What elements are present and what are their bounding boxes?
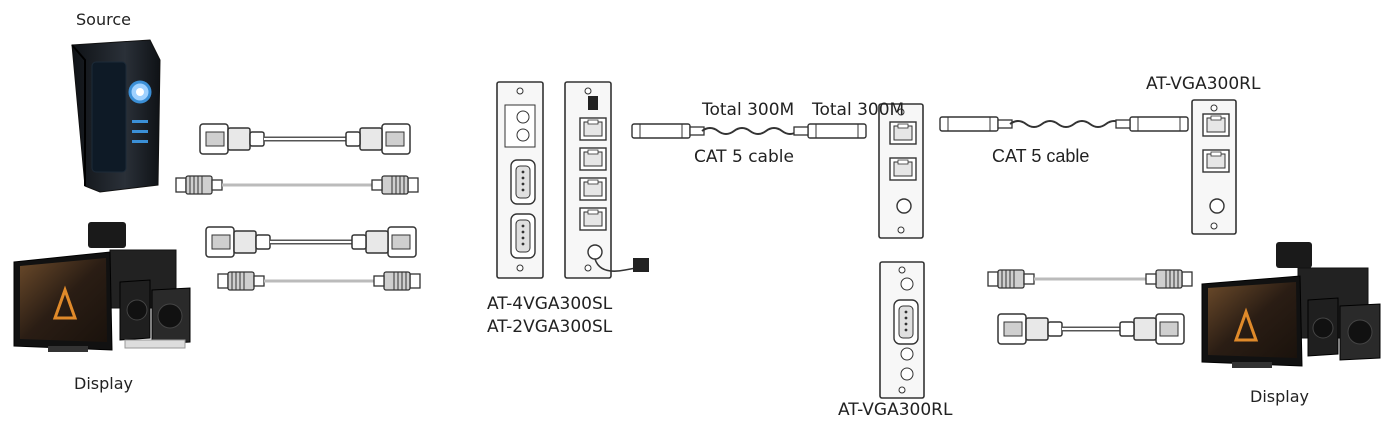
- receiver-right-panel: [1191, 99, 1237, 235]
- source-label: Source: [76, 10, 131, 29]
- display-left-icon: [13, 222, 191, 352]
- sender-model-label-2: AT-2VGA300SL: [487, 317, 613, 337]
- distance-label-2: Total 300M: [812, 100, 905, 120]
- sender-panel-input: [496, 81, 544, 279]
- cable-label-1: CAT 5 cable: [694, 147, 794, 167]
- vga-cable-top: [199, 123, 411, 155]
- receiver-middle-av-panel: [879, 261, 925, 399]
- pc-tower-icon: [71, 39, 161, 193]
- cable-label-2: CAT 5 cable: [992, 146, 1090, 166]
- receiver-right-label: AT-VGA300RL: [1146, 74, 1261, 94]
- receiver-middle-network-panel: [878, 103, 924, 239]
- vga-cable-right: [997, 313, 1185, 345]
- audio-cable-bottom: [217, 271, 421, 291]
- audio-cable-top: [175, 175, 419, 195]
- display-right-label: Display: [1250, 387, 1309, 406]
- sender-panel-output: [564, 81, 649, 279]
- cat5-cable-2: [939, 116, 1189, 132]
- cat5-cable-1: [631, 123, 867, 139]
- sender-model-label-1: AT-4VGA300SL: [487, 294, 613, 314]
- audio-cable-right: [987, 269, 1193, 289]
- distance-label-1: Total 300M: [702, 100, 795, 120]
- display-left-label: Display: [74, 374, 133, 393]
- receiver-middle-label: AT-VGA300RL: [838, 400, 953, 420]
- display-right-icon: [1201, 242, 1381, 368]
- vga-cable-bottom: [205, 226, 417, 258]
